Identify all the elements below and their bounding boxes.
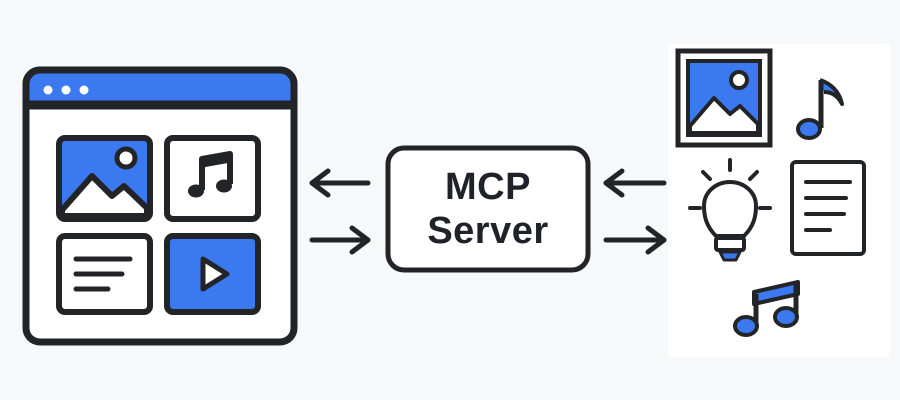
- image-tile: [56, 135, 153, 222]
- document-icon: [790, 160, 866, 256]
- arrow-left-icon: [603, 168, 667, 198]
- server-label: MCP Server: [388, 148, 588, 270]
- arrow-right-icon: [309, 225, 371, 255]
- picture-frame-icon: [675, 48, 773, 148]
- image-icon: [59, 146, 150, 219]
- lightbulb-icon: [688, 158, 772, 262]
- server-box: [385, 145, 591, 273]
- play-icon: [200, 256, 230, 292]
- music-note-icon: [796, 78, 844, 140]
- app-window-icon: [22, 66, 298, 346]
- document-icon: [73, 256, 133, 292]
- arrow-left-icon: [309, 168, 371, 198]
- server-label-line2: Server: [427, 210, 549, 252]
- document-tile: [56, 233, 153, 315]
- music-tile: [164, 135, 261, 222]
- video-tile: [164, 233, 261, 315]
- window-titlebar: [22, 66, 298, 108]
- window-dots-icon: [43, 85, 89, 95]
- arrow-right-icon: [603, 225, 667, 255]
- server-label-line1: MCP: [445, 166, 531, 208]
- music-notes-icon: [733, 280, 800, 337]
- music-note-icon: [188, 151, 233, 198]
